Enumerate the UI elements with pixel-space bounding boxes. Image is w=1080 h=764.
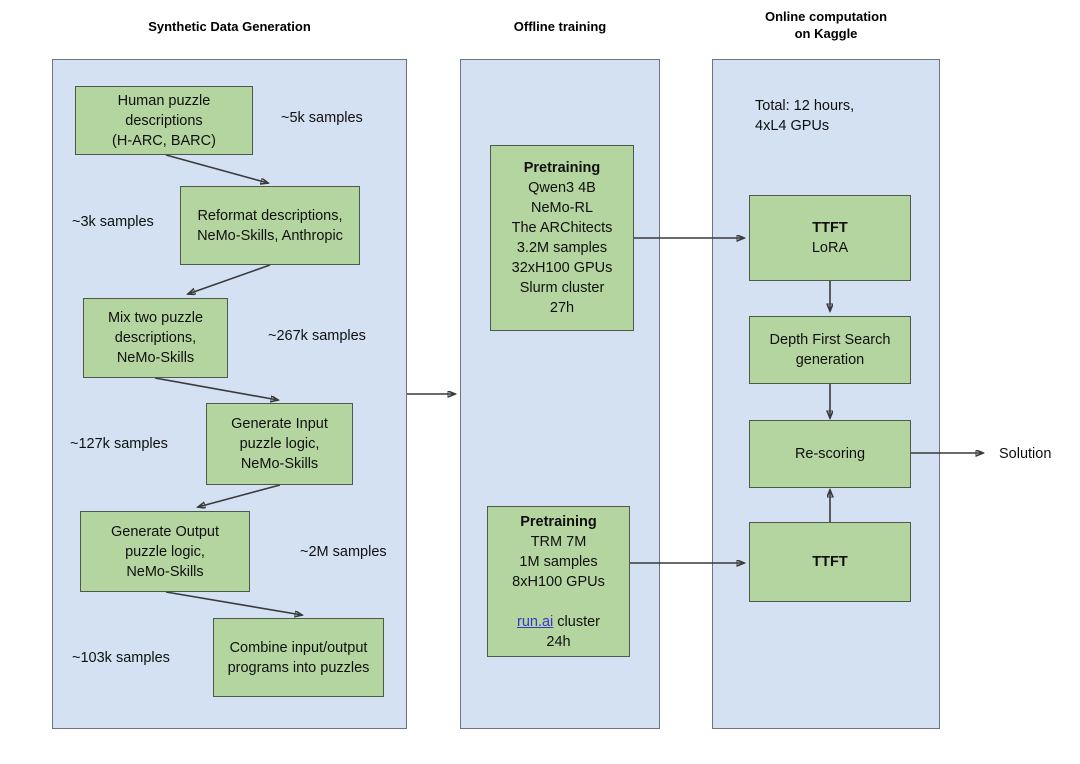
node-mix-two-puzzle-descriptions[interactable]: Mix two puzzle descriptions, NeMo-Skills: [83, 298, 228, 378]
pretraining-qwen3-heading: Pretraining: [523, 160, 601, 176]
panel-online-computation: [712, 59, 940, 729]
note-5k-samples: ~5k samples: [281, 110, 363, 126]
node-reformat-descriptions[interactable]: Reformat descriptions, NeMo-Skills, Anth…: [180, 186, 360, 265]
note-267k-samples: ~267k samples: [268, 328, 366, 344]
node-generate-input-puzzle-logic[interactable]: Generate Input puzzle logic, NeMo-Skills: [206, 403, 353, 485]
node-ttft[interactable]: TTFT: [749, 522, 911, 602]
note-127k-samples: ~127k samples: [70, 436, 168, 452]
node-generate-output-puzzle-logic[interactable]: Generate Output puzzle logic, NeMo-Skill…: [80, 511, 250, 592]
ttft-lora-body: LoRA: [811, 240, 849, 256]
note-3k-samples: ~3k samples: [72, 214, 154, 230]
note-total-hours-gpus: Total: 12 hours, 4xL4 GPUs: [755, 98, 855, 134]
ttft-heading: TTFT: [812, 554, 848, 570]
pretraining-trm-body-bottom: cluster 24h: [546, 613, 601, 650]
pretraining-trm-heading: Pretraining: [520, 513, 597, 530]
node-combine-programs-into-puzzles[interactable]: Combine input/output programs into puzzl…: [213, 618, 384, 697]
pretraining-trm-tail: run.ai cluster 24h: [517, 592, 600, 652]
note-2m-samples: ~2M samples: [300, 544, 387, 560]
run-ai-link[interactable]: run.ai: [516, 613, 554, 630]
note-103k-samples: ~103k samples: [72, 650, 170, 666]
node-re-scoring[interactable]: Re-scoring: [749, 420, 911, 488]
column-title-offline: Offline training: [513, 19, 607, 34]
label-solution: Solution: [999, 446, 1052, 462]
node-pretraining-qwen3[interactable]: Pretraining Qwen3 4B NeMo-RL The ARChite…: [490, 145, 634, 331]
node-pretraining-trm[interactable]: Pretraining TRM 7M 1M samples 8xH100 GPU…: [487, 506, 630, 657]
column-title-synthetic: Synthetic Data Generation: [148, 19, 311, 34]
ttft-lora-heading: TTFT: [812, 220, 848, 236]
node-human-puzzle-descriptions[interactable]: Human puzzle descriptions (H-ARC, BARC): [75, 86, 253, 155]
pretraining-trm-body-top: TRM 7M 1M samples 8xH100 GPUs: [512, 533, 605, 590]
pretraining-qwen3-body: Qwen3 4B NeMo-RL The ARChitects 3.2M sam…: [511, 180, 613, 316]
node-depth-first-search-generation[interactable]: Depth First Search generation: [749, 316, 911, 384]
column-title-online: Online computation on Kaggle: [764, 9, 888, 41]
node-ttft-lora[interactable]: TTFT LoRA: [749, 195, 911, 281]
